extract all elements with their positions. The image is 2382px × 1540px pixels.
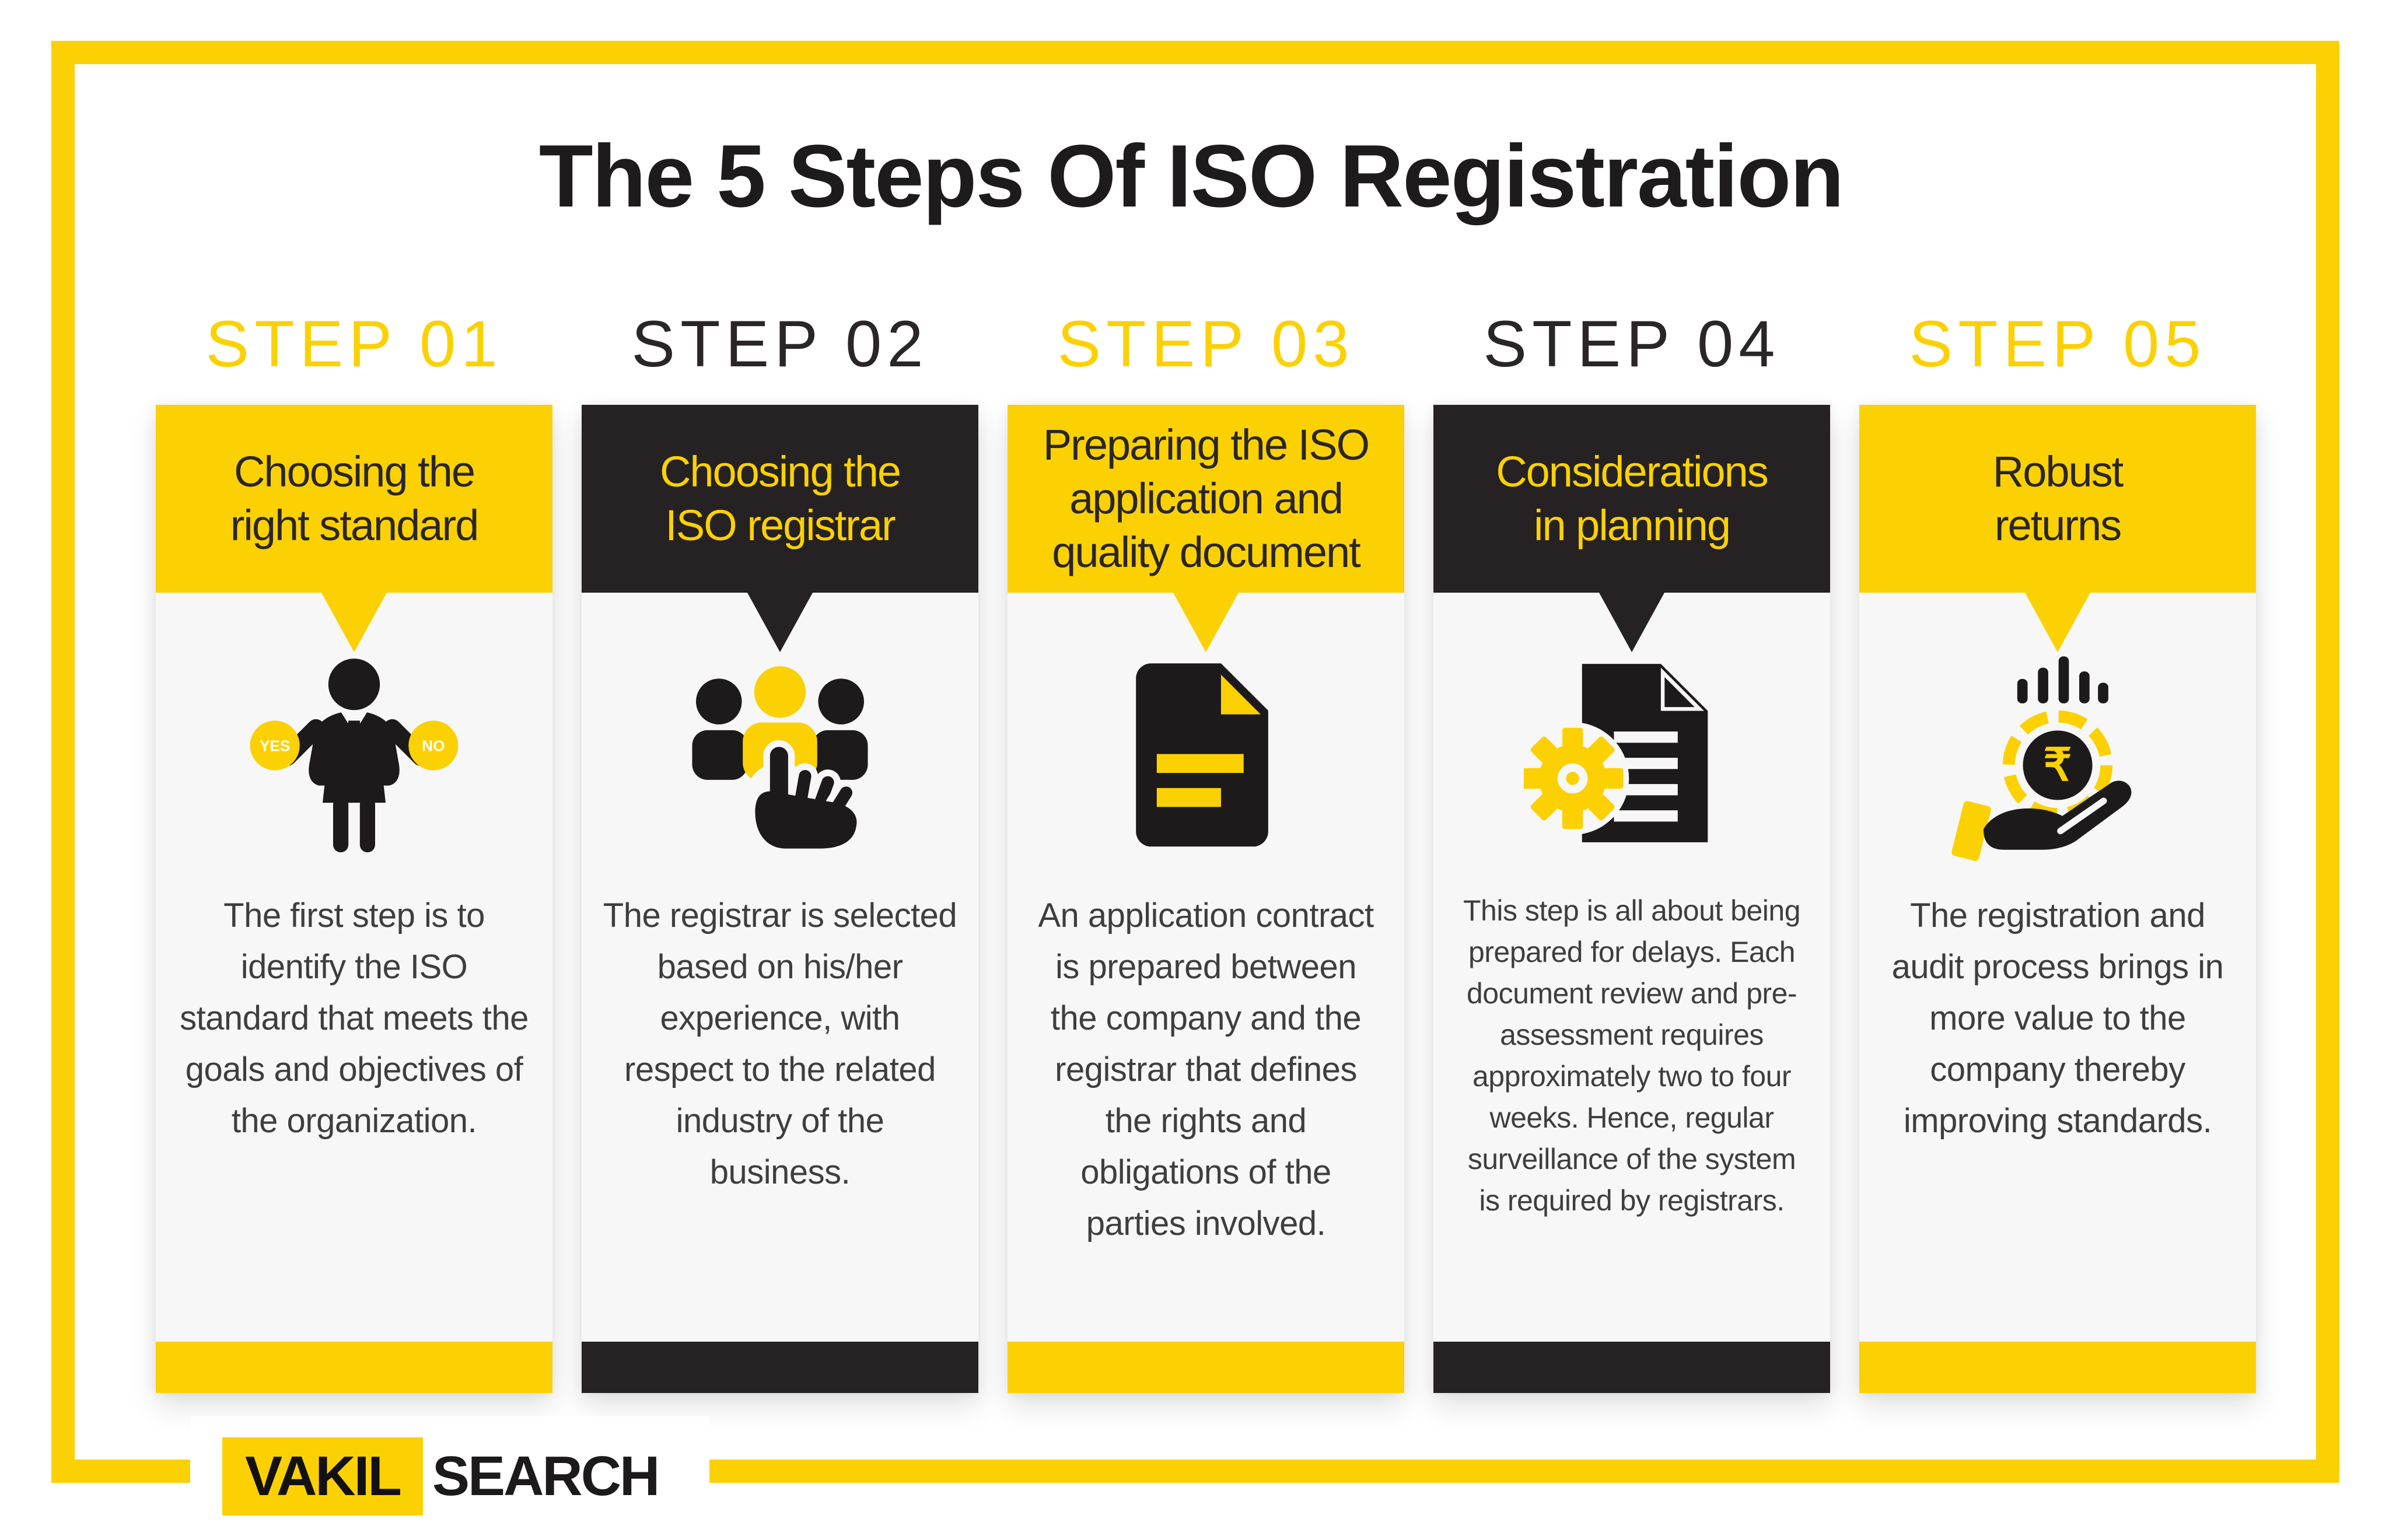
card-bottom-strip [156, 1342, 552, 1393]
vakilsearch-logo: VAKIL SEARCH [190, 1416, 709, 1536]
step-description: An application contract is prepared betw… [1038, 897, 1374, 1242]
step-title-line: ISO registrar [665, 501, 896, 550]
step-title-line: in planning [1534, 501, 1731, 550]
step-label: STEP 05 [1909, 307, 2206, 380]
logo-search-text: SEARCH [432, 1444, 660, 1507]
step-column-3: STEP 03 Preparing the ISO application an… [1008, 310, 1404, 1393]
step-title-line: Robust [1992, 447, 2124, 496]
step-description: The registration and audit process bring… [1891, 897, 2224, 1140]
step-title-line: application and [1069, 474, 1344, 523]
gear-document-icon [1433, 616, 1830, 890]
step-title-line: Choosing the [233, 447, 475, 496]
header-pointer-triangle [1173, 593, 1239, 652]
rupee-hand-icon: ₹ [1859, 616, 2256, 890]
svg-text:NO: NO [422, 737, 445, 755]
step-header: Choosing the ISO registrar [582, 405, 978, 593]
step-card: Considerations in planning [1433, 405, 1830, 1393]
step-title-line: right standard [230, 501, 479, 550]
step-label: STEP 04 [1483, 307, 1781, 380]
step-column-2: STEP 02 Choosing the ISO registrar [582, 310, 978, 1393]
step-description: The first step is to identify the ISO st… [180, 897, 529, 1140]
step-description: This step is all about being prepared fo… [1463, 894, 1801, 1217]
header-pointer-triangle [1599, 593, 1664, 652]
step-card: Choosing the ISO registrar [582, 405, 978, 1393]
yes-badge: YES [250, 720, 300, 771]
rupee-coin: ₹ [2002, 710, 2113, 821]
card-bottom-strip [1433, 1342, 1830, 1393]
card-bottom-strip [1859, 1342, 2256, 1393]
svg-text:YES: YES [260, 737, 290, 755]
card-bottom-strip [582, 1342, 978, 1393]
step-header: Robust returns [1859, 405, 2256, 593]
step-card: Choosing the right standard [156, 405, 552, 1393]
step-title-line: quality document [1052, 528, 1360, 576]
step-title-line: Preparing the ISO [1043, 421, 1370, 469]
header-pointer-triangle [2025, 593, 2090, 652]
team-selection-icon [582, 616, 978, 890]
step-label: STEP 03 [1057, 307, 1355, 380]
businessman-choice-icon: YES NO [156, 616, 552, 890]
step-column-5: STEP 05 Robust returns [1859, 310, 2256, 1393]
header-pointer-triangle [747, 593, 813, 652]
step-description: The registrar is selected based on his/h… [603, 897, 957, 1191]
application-document-icon [1008, 616, 1404, 890]
step-title-line: Considerations [1496, 447, 1769, 496]
step-label: STEP 02 [631, 307, 929, 380]
logo-vakil-text: VAKIL [245, 1444, 402, 1507]
card-bottom-strip [1008, 1342, 1404, 1393]
step-title-line: Choosing the [659, 447, 901, 496]
step-column-4: STEP 04 Considerations in planning [1433, 310, 1830, 1393]
step-header: Considerations in planning [1433, 405, 1830, 593]
step-card: Preparing the ISO application and qualit… [1008, 405, 1404, 1393]
step-header: Choosing the right standard [156, 405, 552, 593]
step-title-line: returns [1994, 501, 2122, 550]
header-pointer-triangle [321, 593, 387, 652]
svg-text:₹: ₹ [2043, 740, 2072, 790]
logo-vakil-box: VAKIL [222, 1437, 423, 1516]
step-column-1: STEP 01 Choosing the right standard [156, 310, 552, 1393]
step-label: STEP 01 [205, 307, 503, 380]
no-badge: NO [408, 720, 459, 771]
step-header: Preparing the ISO application and qualit… [1008, 405, 1404, 593]
step-card: Robust returns [1859, 405, 2256, 1393]
steps-row: STEP 01 Choosing the right standard [156, 310, 2257, 1393]
page-title: The 5 Steps Of ISO Registration [538, 127, 1844, 226]
